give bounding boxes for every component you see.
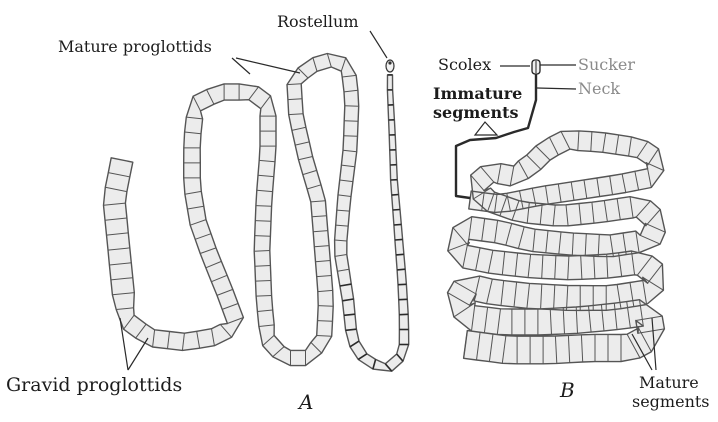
proglottid-a-segment: [318, 306, 333, 307]
proglottid-a-segment: [256, 206, 272, 207]
gravid-proglottids-label: Gravid proglottids: [6, 374, 182, 396]
strobila-b: [448, 131, 666, 364]
rostellum-leader: [370, 31, 387, 58]
neck-label: Neck: [578, 79, 620, 98]
immature-segments-arrow: [475, 122, 497, 135]
proglottid-a-segment: [255, 236, 271, 237]
proglottid-a-segment: [345, 106, 359, 107]
panel-b-label: B: [559, 378, 575, 402]
proglottid-a-segment: [396, 254, 404, 255]
scolex-label: Scolex: [438, 55, 491, 74]
proglottid-a-segment: [344, 136, 358, 137]
proglottid-a-segment: [393, 210, 400, 211]
mature-segments-label-line2: segments: [632, 392, 710, 411]
proglottid-a-segment: [397, 269, 405, 270]
scolex-a: [386, 60, 394, 72]
proglottid-a-segment: [346, 329, 357, 330]
proglottid-a-segment: [256, 281, 272, 282]
proglottid-a-segment: [395, 239, 403, 240]
sucker-label: Sucker: [578, 55, 635, 74]
strobila-a: [104, 54, 409, 372]
proglottid-a-segment: [392, 195, 399, 196]
proglottid-a-body: [104, 54, 409, 372]
proglottid-a-segment: [255, 221, 271, 222]
tapeworm-a: [104, 54, 409, 372]
mature-segments-label-line1: Mature: [639, 373, 699, 392]
proglottid-a-segment: [344, 314, 355, 315]
mature-proglottids-leader: [232, 58, 300, 74]
proglottid-a-segment: [394, 224, 401, 225]
proglottid-b-body: [448, 131, 666, 364]
proglottid-a-segment: [318, 321, 333, 322]
proglottid-a-segment: [256, 296, 272, 297]
immature-segments-label-line2: segments: [433, 103, 519, 122]
mature-proglottids-label: Mature proglottids: [58, 37, 212, 56]
scolex-b: [532, 60, 540, 74]
panel-a-label: A: [297, 390, 313, 414]
immature-segments-label-line1: Immature: [433, 84, 522, 103]
neck-leader: [537, 88, 576, 89]
proglottid-a-segment: [254, 251, 270, 252]
proglottid-a-segment: [255, 266, 271, 267]
rostellum-label: Rostellum: [277, 12, 359, 31]
proglottid-a-segment: [344, 121, 358, 122]
